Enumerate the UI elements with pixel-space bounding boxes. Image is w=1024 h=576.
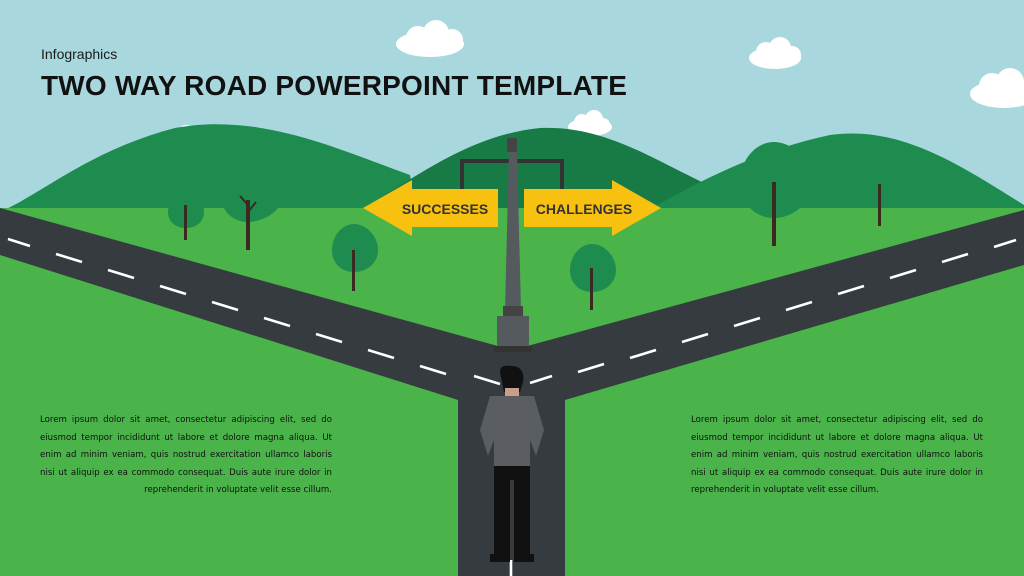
text-block-right: Lorem ipsum dolor sit amet, consectetur … bbox=[691, 415, 983, 496]
tree-icon bbox=[332, 224, 378, 291]
tree-icon bbox=[740, 142, 812, 246]
tree-icon bbox=[570, 244, 616, 310]
tree-icon bbox=[168, 190, 204, 240]
sign-label-challenges: CHALLENGES bbox=[535, 201, 633, 217]
signpost-pole bbox=[460, 138, 564, 352]
slide-title: TWO WAY ROAD POWERPOINT TEMPLATE bbox=[41, 70, 628, 101]
left-arrow-sign bbox=[363, 180, 498, 236]
person-figure bbox=[480, 365, 544, 562]
slide-subtitle: Infographics bbox=[41, 46, 118, 62]
road-markings bbox=[7, 237, 1017, 576]
cloud-icon bbox=[749, 37, 801, 69]
sign-label-successes: SUCCESSES bbox=[401, 201, 489, 217]
cloud-icon bbox=[568, 110, 612, 136]
right-arrow-sign bbox=[524, 180, 661, 236]
cloud-icon bbox=[970, 68, 1024, 108]
tree-icon bbox=[220, 156, 284, 250]
tree-icon bbox=[858, 158, 904, 226]
cloud-icon bbox=[396, 20, 464, 57]
text-block-left: Lorem ipsum dolor sit amet, consectetur … bbox=[40, 415, 332, 496]
